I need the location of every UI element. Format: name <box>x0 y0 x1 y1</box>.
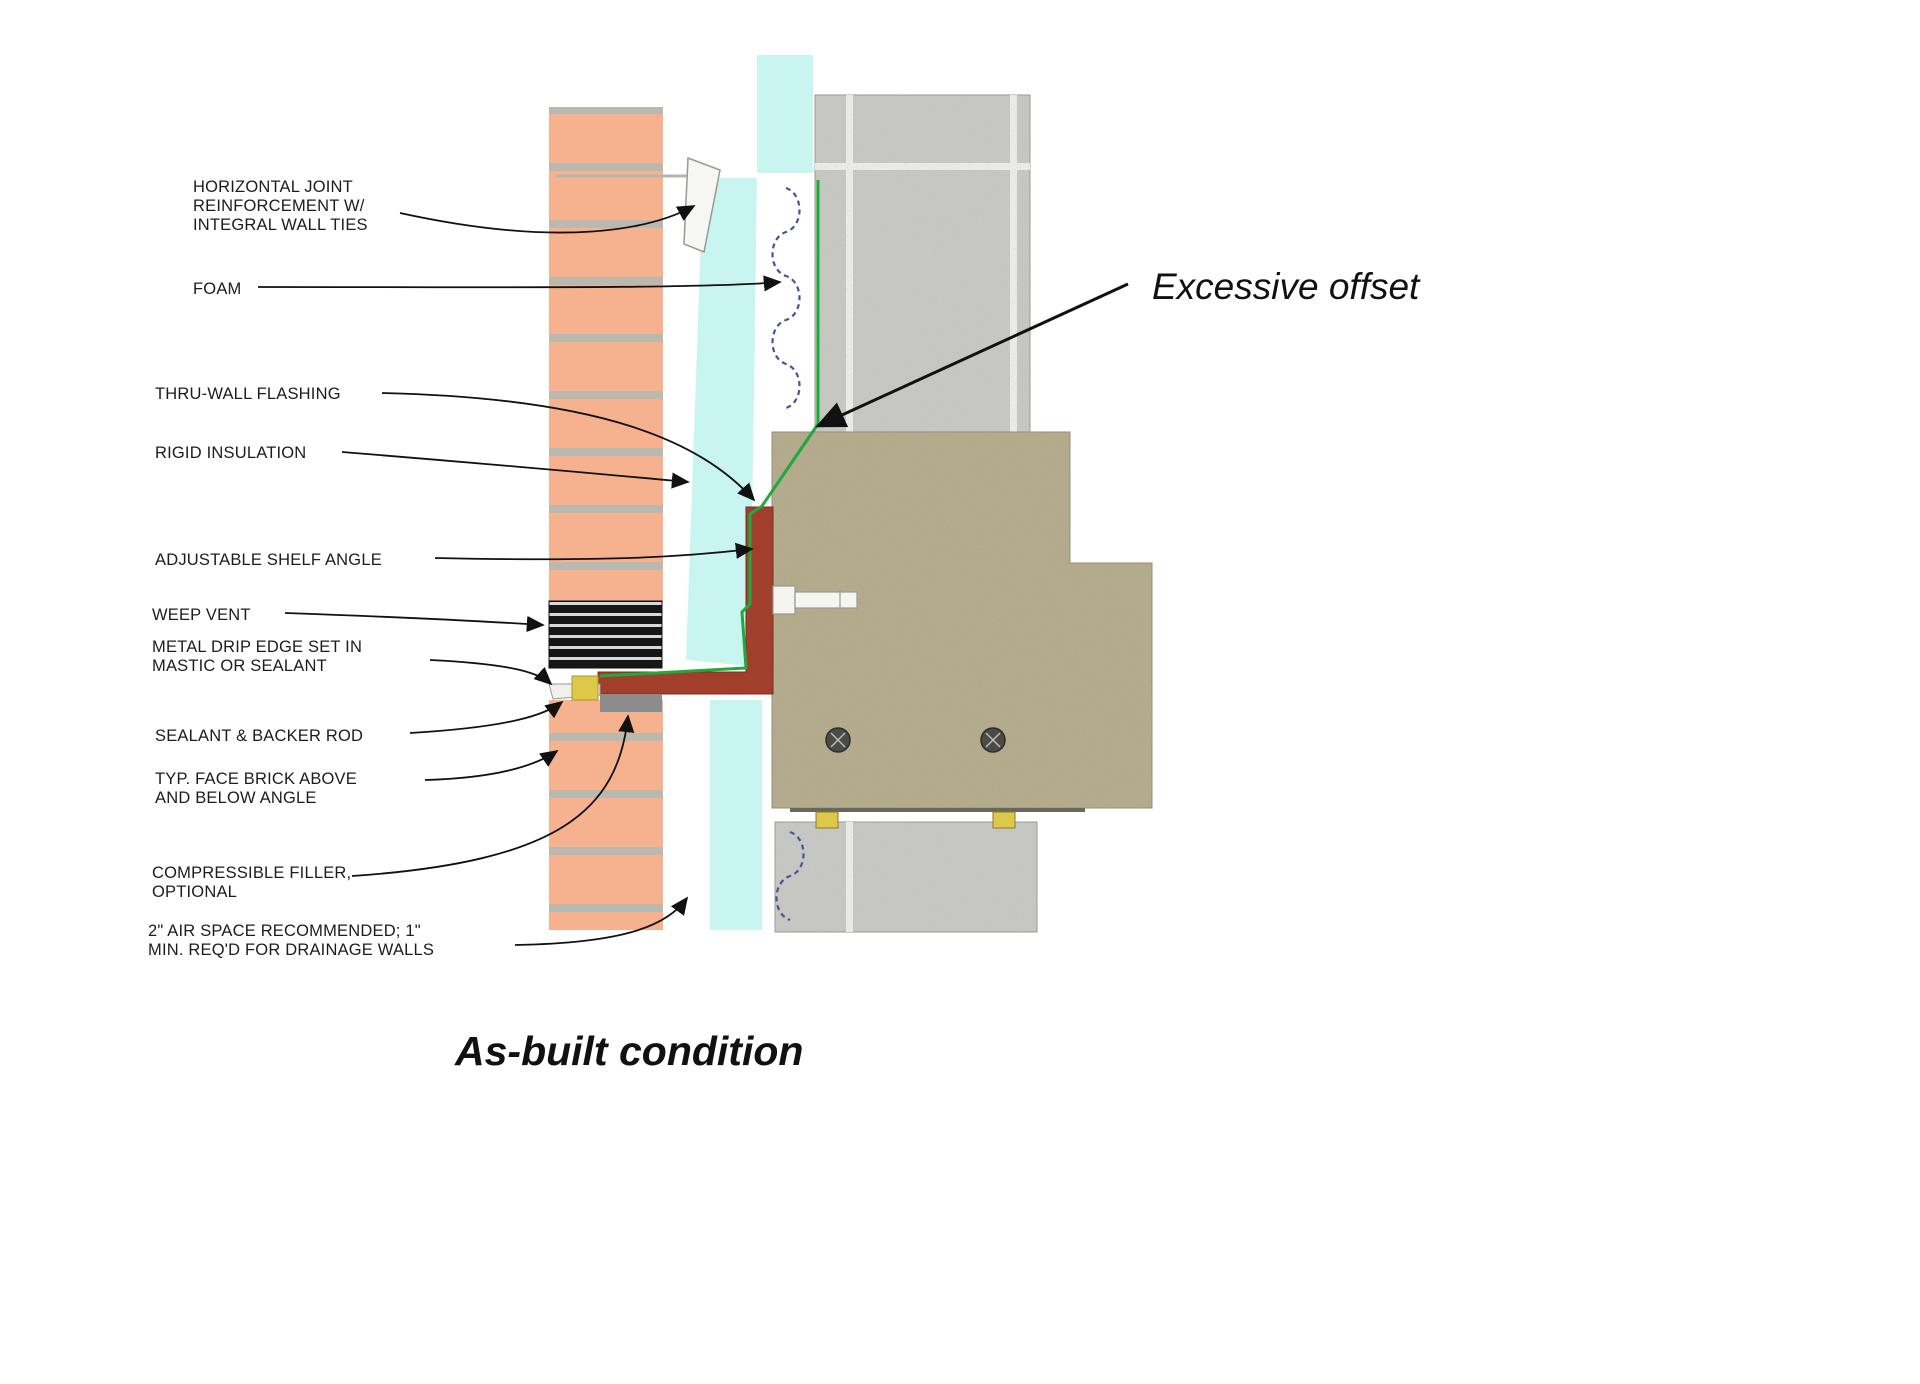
backer-rod <box>600 694 662 712</box>
leader-rigid-insulation <box>341 451 690 489</box>
label-typ-face-brick: TYP. FACE BRICK ABOVE AND BELOW ANGLE <box>155 770 357 807</box>
label-adjustable-shelf-angle: ADJUSTABLE SHELF ANGLE <box>155 551 382 569</box>
leader-compressible-filler <box>351 714 635 877</box>
concrete-beam <box>771 431 1153 829</box>
shim-right <box>992 811 1016 829</box>
weep-vent-block <box>548 600 663 669</box>
block-upper-texture <box>815 95 1030 432</box>
bolt-mark-right-2 <box>985 732 1001 748</box>
label-metal-drip-edge: METAL DRIP EDGE SET IN MASTIC OR SEALANT <box>152 638 363 675</box>
figure-caption: As-built condition <box>455 1028 804 1074</box>
rigid-insulation-bottom <box>710 700 762 930</box>
leader-thru-wall-flashing <box>381 392 756 502</box>
shim-left <box>815 811 839 829</box>
leader-typ-face-brick <box>424 749 559 781</box>
concrete-beam-texture <box>772 432 1152 808</box>
label-air-space: 2" AIR SPACE RECOMMENDED; 1" MIN. REQ'D … <box>148 922 435 959</box>
leader-metal-drip-edge <box>429 659 553 686</box>
bearing-line <box>790 808 1085 812</box>
sealant-joint <box>571 675 599 701</box>
shelf-anchor-nut <box>772 585 796 615</box>
thru-wall-flashing-line <box>599 423 820 678</box>
label-foam: FOAM <box>193 280 242 298</box>
foam-squiggle-upper <box>771 186 801 410</box>
block-lower-texture <box>775 822 1037 932</box>
label-horizontal-joint-reinforcement: HORIZONTAL JOINT REINFORCEMENT W/ INTEGR… <box>193 178 368 234</box>
excessive-offset-annotation: Excessive offset <box>1152 266 1420 307</box>
leader-sealant-backer-rod <box>409 700 564 734</box>
label-compressible-filler: COMPRESSIBLE FILLER, OPTIONAL <box>152 864 352 901</box>
leader-air-space <box>514 896 689 946</box>
concrete-block-lower <box>774 821 1038 933</box>
leader-horizontal-joint-reinforcement <box>399 205 696 234</box>
label-weep-vent: WEEP VENT <box>152 606 251 624</box>
label-rigid-insulation: RIGID INSULATION <box>155 444 307 462</box>
leader-arrows <box>257 205 782 946</box>
brick-veneer-upper <box>549 107 663 602</box>
leader-excessive-offset <box>815 282 1129 428</box>
rigid-insulation-top <box>757 55 813 173</box>
leader-foam <box>257 275 782 292</box>
leader-adjustable-shelf-angle <box>434 542 754 561</box>
shelf-anchor-shaft <box>794 591 858 609</box>
label-sealant-backer-rod: SEALANT & BACKER ROD <box>155 727 364 745</box>
brick-veneer-lower <box>549 700 663 930</box>
foam-squiggle-lower <box>775 830 805 922</box>
bolt-mark-left-2 <box>830 732 846 748</box>
concrete-block-upper <box>814 94 1031 433</box>
label-thru-wall-flashing: THRU-WALL FLASHING <box>155 385 341 403</box>
leader-weep-vent <box>284 612 545 633</box>
